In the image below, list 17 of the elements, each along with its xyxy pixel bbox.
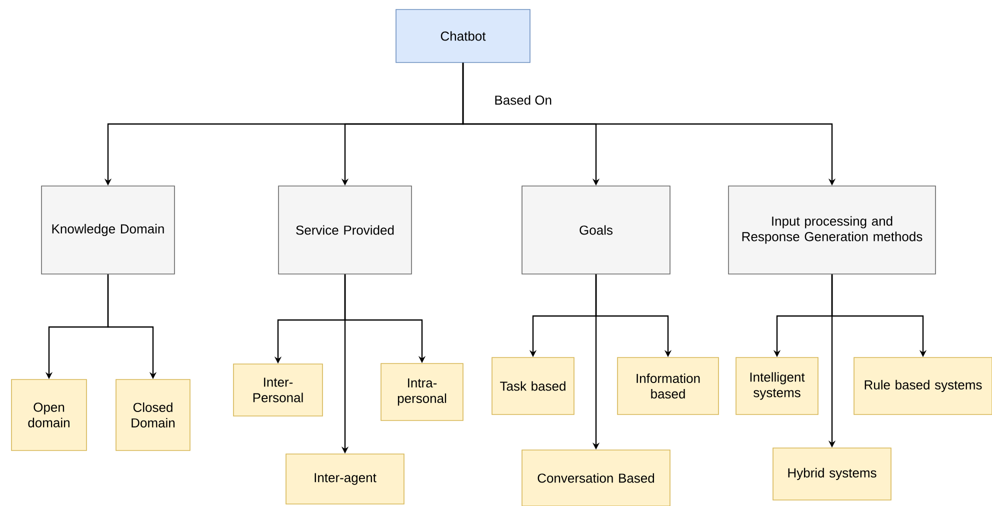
- leaf-box: Inter-agent: [286, 454, 404, 504]
- leaf-box: Closed Domain: [116, 379, 190, 451]
- root-box: Chatbot: [396, 9, 530, 63]
- trunk-label: Based On: [495, 95, 552, 105]
- category-box: Service Provided: [278, 186, 412, 274]
- leaf-box: Conversation Based: [522, 450, 670, 506]
- leaf-box: Intra- personal: [380, 363, 464, 421]
- leaf-box: Information based: [617, 357, 719, 415]
- leaf-box: Hybrid systems: [772, 448, 892, 500]
- category-box: Input processing and Response Generation methods: [728, 186, 936, 274]
- category-box: Knowledge Domain: [41, 186, 175, 274]
- leaf-box: Inter- Personal: [233, 364, 323, 416]
- leaf-box: Task based: [492, 357, 574, 415]
- leaf-box: Intelligent systems: [736, 357, 818, 415]
- category-box: Goals: [522, 186, 670, 274]
- leaf-box: Rule based systems: [854, 357, 992, 415]
- leaf-box: Open domain: [11, 379, 87, 451]
